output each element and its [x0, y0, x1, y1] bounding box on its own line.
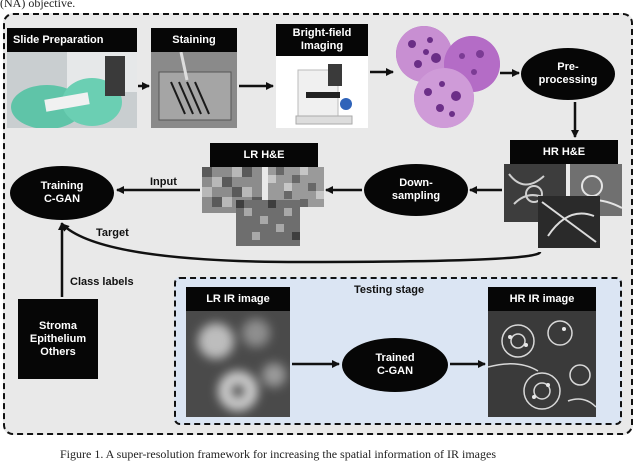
- trained-line2: C-GAN: [376, 365, 414, 377]
- class-stroma: Stroma: [39, 319, 77, 332]
- downsampling-line1: Down-: [399, 177, 433, 189]
- downsampling-line2: sampling: [391, 190, 441, 202]
- bright-field-line2: Imaging: [300, 40, 344, 52]
- training-cgan-node: Training C-GAN: [10, 166, 114, 220]
- downsampling-node: Down- sampling: [364, 164, 468, 216]
- input-label: Input: [150, 176, 177, 188]
- top-caption: (NA) objective.: [0, 0, 76, 10]
- class-box: Stroma Epithelium Others: [18, 299, 98, 379]
- staining-header: Staining: [151, 28, 237, 52]
- preprocessing-line1: Pre-: [557, 61, 579, 73]
- slide-preparation-label: Slide Preparation: [13, 33, 104, 46]
- lr-he-image-3: [236, 200, 300, 246]
- lr-ir-label: LR IR image: [206, 292, 270, 305]
- training-line2: C-GAN: [43, 193, 81, 205]
- staining-photo: [151, 52, 237, 128]
- preprocessing-node: Pre- processing: [521, 48, 615, 100]
- class-labels-label: Class labels: [70, 276, 134, 288]
- hr-ir-header: HR IR image: [488, 287, 596, 311]
- slide-preparation-header: Slide Preparation: [7, 28, 137, 52]
- gloved-hands-image: [7, 52, 137, 128]
- class-others: Others: [40, 345, 76, 358]
- lr-he-header: LR H&E: [210, 143, 318, 167]
- lr-he-label: LR H&E: [243, 148, 285, 161]
- preprocessing-line2: processing: [538, 74, 598, 86]
- microscope-photo: [276, 56, 368, 128]
- testing-stage-title: Testing stage: [354, 284, 425, 296]
- trained-cgan-node: Trained C-GAN: [342, 338, 448, 392]
- hr-ir-image: [488, 311, 596, 417]
- hr-ir-label: HR IR image: [509, 292, 575, 305]
- lr-ir-image: [186, 311, 290, 417]
- trained-line1: Trained: [375, 352, 415, 364]
- lr-ir-header: LR IR image: [186, 287, 290, 311]
- bottom-caption: Figure 1. A super-resolution framework f…: [60, 447, 496, 461]
- target-label: Target: [96, 227, 129, 239]
- class-epithelium: Epithelium: [29, 332, 87, 345]
- staining-label: Staining: [172, 33, 216, 46]
- training-line1: Training: [40, 180, 84, 192]
- hr-he-image-3: [538, 196, 600, 248]
- bright-field-header: Bright-field Imaging: [276, 24, 368, 56]
- hr-he-header: HR H&E: [510, 140, 618, 164]
- hr-he-label: HR H&E: [542, 145, 586, 158]
- bright-field-line1: Bright-field: [292, 27, 352, 39]
- microscope-image: [276, 56, 368, 128]
- tissue-image-3: [414, 68, 474, 128]
- slide-preparation-photo: [7, 52, 137, 128]
- arrow-target-to-training: [61, 223, 542, 264]
- staining-rack-image: [151, 52, 237, 128]
